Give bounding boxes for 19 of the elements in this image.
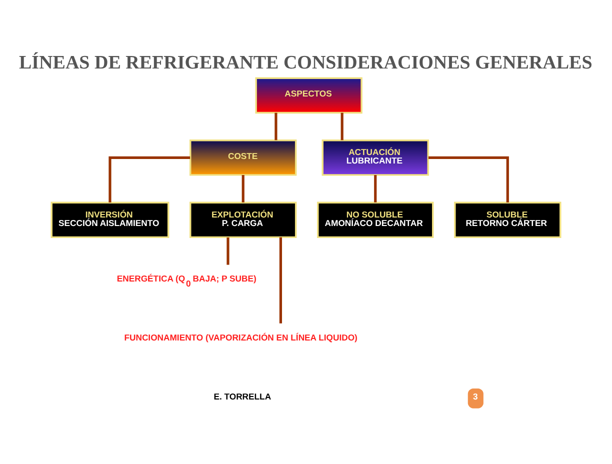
diagram-title: LÍNEAS DE REFRIGERANTE CONSIDERACIONES GENERALES (18, 52, 592, 74)
node-box: NO SOLUBLE AMONÍACO DECANTAR (317, 202, 434, 238)
node-box: ACTUACIÓN LUBRICANTE (322, 140, 429, 176)
node-box: EXPLOTACIÓN P. CARGA (190, 202, 297, 238)
connector (242, 175, 244, 202)
connector (226, 237, 230, 265)
node-box: SOLUBLE RETORNO CÁRTER (454, 202, 562, 238)
connector (340, 112, 344, 140)
connector (428, 156, 509, 203)
connector (274, 112, 278, 140)
label: 3 (473, 392, 478, 402)
connector (108, 156, 190, 203)
connector (279, 237, 282, 324)
node-box: COSTE (190, 140, 297, 176)
connector (374, 175, 377, 202)
node-box: INVERSIÓN SECCIÓN AISLAMIENTO (50, 202, 170, 238)
node-box: ASPECTOS (255, 77, 362, 114)
label: E. TORRELLA (214, 391, 272, 402)
node-text: FUNCIONAMIENTO (VAPORIZACIÓN EN LÍNEA LIQUIDO) (124, 332, 358, 342)
